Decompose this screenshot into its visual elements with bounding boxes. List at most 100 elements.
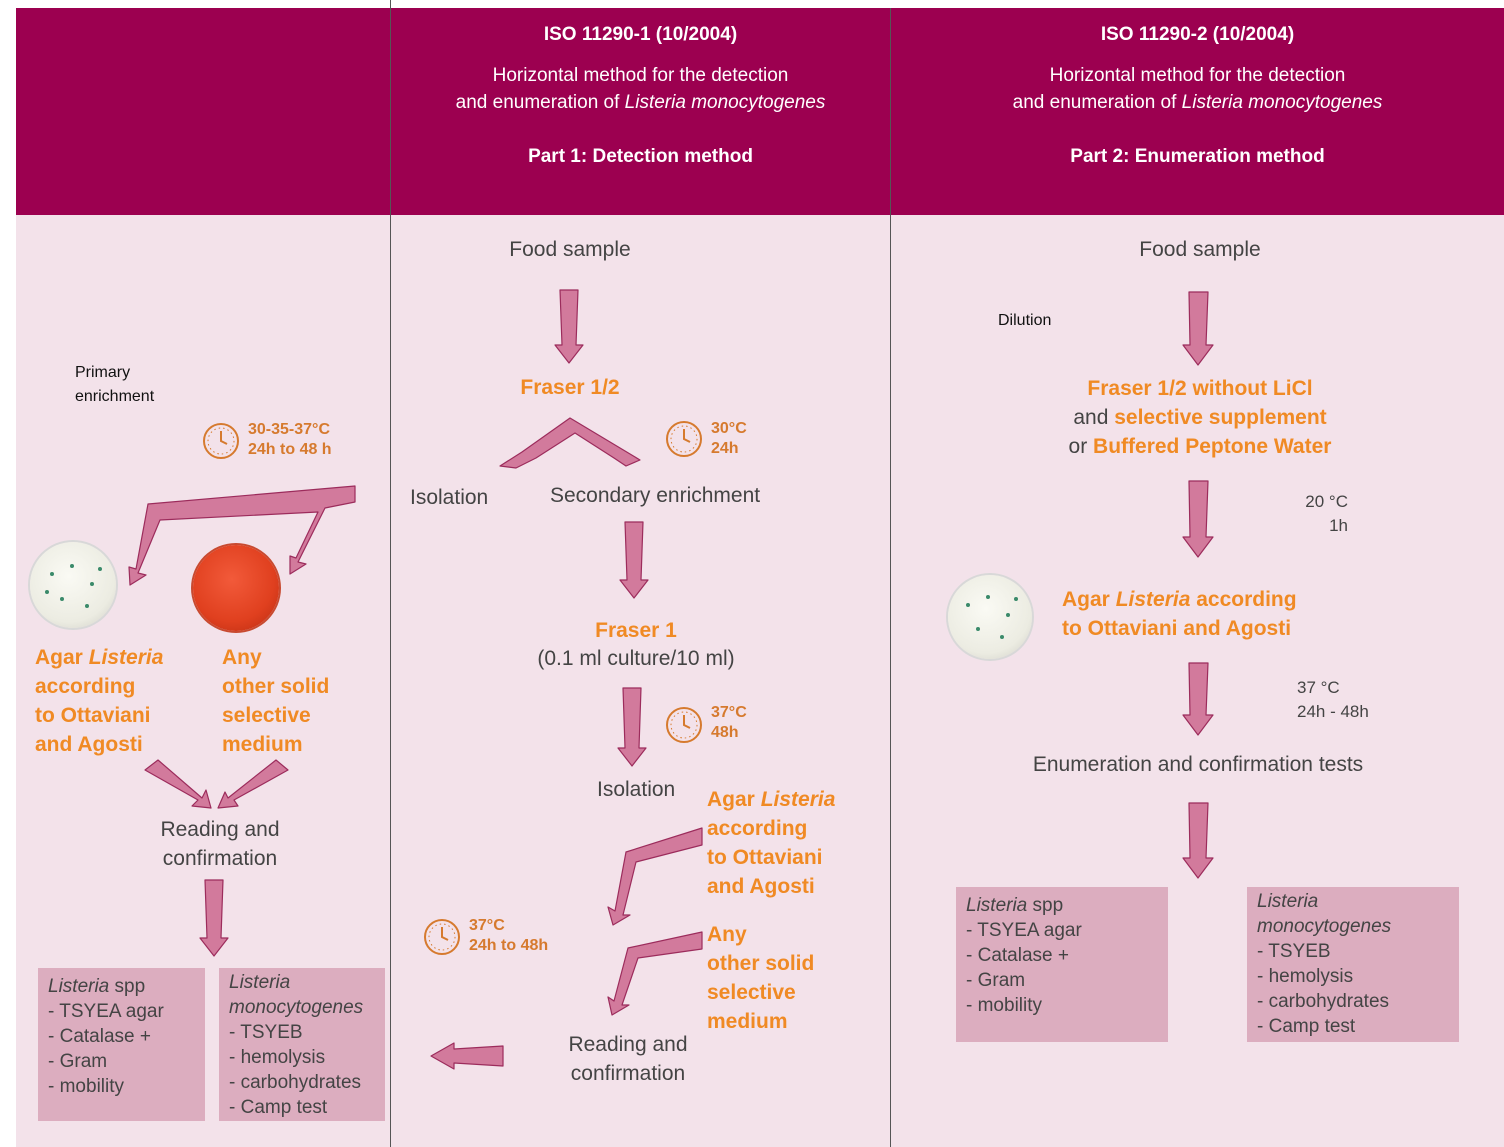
label-line: to Ottaviani and Agosti	[1062, 617, 1292, 640]
label-line: enrichment	[75, 388, 155, 405]
arrow-diagonal	[607, 931, 703, 1016]
box-item: - TSYEB	[229, 1022, 303, 1043]
secondary-enrichment-label: Secondary enrichment	[550, 484, 761, 507]
temp-line: 37°C	[469, 917, 505, 934]
column-subtitle-line1: Horizontal method for the detection	[1049, 65, 1346, 86]
column-subtitle-line2: and enumeration of Listeria monocytogene…	[455, 92, 826, 113]
colony-speck	[50, 572, 54, 576]
label-line: according	[707, 817, 808, 840]
box-title: monocytogenes	[1257, 916, 1392, 937]
isolation-label: Isolation	[597, 778, 676, 801]
colony-speck	[90, 582, 94, 586]
box-item: - Catalase +	[966, 945, 1069, 966]
column-title: ISO 11290-1 (10/2004)	[543, 24, 738, 45]
label-line: other solid	[222, 675, 330, 698]
label-line: Agar Listeria	[35, 646, 164, 669]
arrow-merge	[144, 759, 212, 809]
box-item: - hemolysis	[229, 1047, 326, 1068]
petri-dish-white-icon	[948, 575, 1032, 659]
box-item: - Camp test	[1257, 1016, 1356, 1037]
agar-listeria-label: Agar Listeria according to Ottaviani and…	[1062, 585, 1297, 643]
temperature-label: 37°C 48h	[711, 703, 747, 743]
box-item: - TSYEB	[1257, 941, 1331, 962]
box-item: - Camp test	[229, 1097, 328, 1118]
petri-dish-white-icon	[30, 542, 116, 628]
column-subtitle-line1: Horizontal method for the detection	[492, 65, 789, 86]
temp-line: 24h	[711, 440, 739, 457]
label-line: other solid	[707, 952, 815, 975]
label-line: and Agosti	[35, 733, 143, 756]
box-title: Listeria	[1257, 891, 1319, 912]
temp-line: 30°C	[711, 420, 747, 437]
colony-speck	[966, 603, 970, 607]
temp-line: 48h	[711, 724, 739, 741]
box-title: Listeria spp	[48, 976, 146, 997]
label-line: medium	[222, 733, 303, 756]
box-item: - carbohydrates	[229, 1072, 362, 1093]
temp-line: 24h to 48h	[469, 937, 549, 954]
label-line: medium	[707, 1010, 788, 1033]
label-line: and Agosti	[707, 875, 815, 898]
colony-speck	[1000, 635, 1004, 639]
agar-listeria-label: Agar Listeria according to Ottaviani and…	[35, 643, 163, 759]
box-item: - mobility	[48, 1076, 125, 1097]
label-line: to Ottaviani	[35, 704, 151, 727]
arrow-down	[617, 687, 647, 767]
header-band	[16, 8, 1504, 215]
colony-speck	[85, 604, 89, 608]
column-divider-left	[390, 0, 391, 1147]
arrow-down	[554, 289, 584, 364]
box-item: - hemolysis	[1257, 966, 1354, 987]
box-item: - carbohydrates	[1257, 991, 1390, 1012]
colony-speck	[1014, 597, 1018, 601]
fraser-1-label: Fraser 1	[595, 619, 677, 642]
other-medium-label: Any other solid selective medium	[707, 920, 814, 1036]
box-title: monocytogenes	[229, 997, 364, 1018]
other-medium-label: Any other solid selective medium	[222, 643, 329, 759]
label-line: Primary	[75, 364, 131, 381]
fraser-without-licl: Fraser 1/2 without LiCl	[1087, 377, 1313, 400]
label-line: to Ottaviani	[707, 846, 823, 869]
listeria-monocytogenes-box: Listeria monocytogenes - TSYEB - hemolys…	[1247, 887, 1459, 1042]
arrow-split	[499, 417, 641, 469]
clock-icon	[424, 919, 460, 955]
listeria-spp-box: Listeria spp - TSYEA agar - Catalase + -…	[38, 968, 205, 1121]
dilution-label: Dilution	[998, 312, 1052, 329]
box-title: Listeria	[229, 972, 291, 993]
temperature-label: 30-35-37°C 24h to 48 h	[248, 420, 332, 460]
label-line: selective	[222, 704, 311, 727]
food-sample-label: Food sample	[1139, 238, 1261, 261]
column-title: ISO 11290-2 (10/2004)	[1100, 24, 1295, 45]
temp-line: 24h - 48h	[1297, 702, 1369, 721]
colony-speck	[98, 567, 102, 571]
colony-speck	[45, 590, 49, 594]
label-line: Agar Listeria	[707, 788, 836, 811]
fraser-1-note: (0.1 ml culture/10 ml)	[537, 647, 735, 670]
box-item: - TSYEA agar	[966, 920, 1082, 941]
fraser-medium-block: Fraser 1/2 without LiCl and selective su…	[960, 374, 1440, 461]
temp-line: 37 °C	[1297, 678, 1340, 697]
colony-speck	[986, 595, 990, 599]
enumeration-label: Enumeration and confirmation tests	[1032, 753, 1364, 776]
listeria-spp-box: Listeria spp - TSYEA agar - Catalase + -…	[956, 887, 1168, 1042]
box-item: - Catalase +	[48, 1026, 151, 1047]
arrow-down	[1182, 802, 1214, 879]
box-title: Listeria spp	[966, 895, 1064, 916]
temperature-label: 20 °C 1h	[1270, 490, 1348, 538]
agar-listeria-label: Agar Listeria according to Ottaviani and…	[707, 785, 835, 901]
buffered-peptone-line: or Buffered Peptone Water	[1068, 435, 1332, 458]
arrow-down	[1182, 662, 1214, 736]
arrow-down	[1182, 480, 1214, 558]
temperature-label: 37°C 24h to 48h	[469, 916, 548, 956]
temperature-label: 37 °C 24h - 48h	[1297, 676, 1369, 724]
food-sample-label: Food sample	[509, 238, 631, 261]
reading-confirmation-label: Reading and confirmation	[548, 1030, 708, 1088]
temp-line: 20 °C	[1305, 492, 1348, 511]
box-item: - TSYEA agar	[48, 1001, 164, 1022]
label-line: confirmation	[162, 847, 278, 870]
colony-speck	[976, 627, 980, 631]
clock-icon	[203, 423, 239, 459]
box-item: - Gram	[966, 970, 1026, 991]
arrow-left	[430, 1042, 504, 1070]
